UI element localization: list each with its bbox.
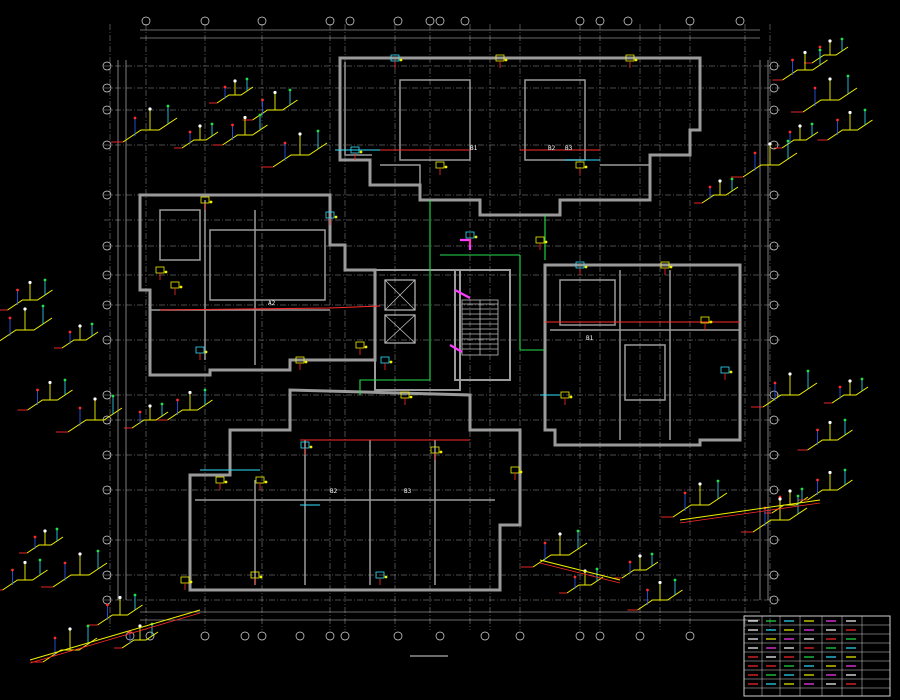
plan-piping (159, 149, 740, 506)
room-tag: A2 (268, 300, 276, 307)
room-tag: B1 (586, 335, 594, 342)
building-walls (138, 56, 742, 592)
isometric-riser-diagrams (0, 37, 873, 664)
stairwell (384, 279, 499, 356)
legend-table (743, 615, 891, 697)
room-tag: B2 (548, 145, 556, 152)
room-tag: B3 (404, 488, 412, 495)
axis-bubbles (102, 16, 779, 641)
room-tag: B2 (330, 488, 338, 495)
room-tag: B1 (470, 145, 478, 152)
room-tags: B1 B2 A2 B1 B2 B3 B3 (268, 145, 594, 495)
room-tag: B3 (565, 145, 573, 152)
plumbing-fixtures (155, 54, 733, 590)
